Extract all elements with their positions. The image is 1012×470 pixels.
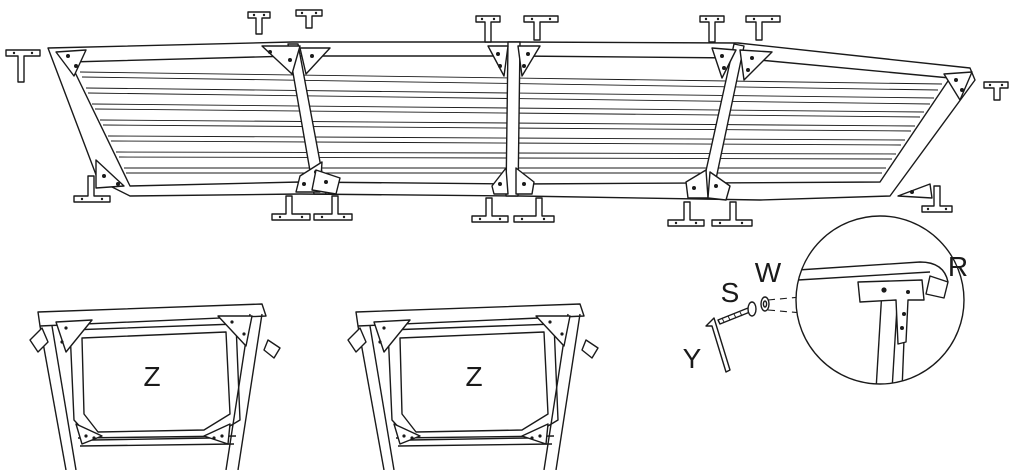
t-bracket (513, 197, 555, 223)
allen-key-label: Y (683, 343, 702, 374)
t-bracket (313, 195, 353, 221)
screw-s (717, 301, 757, 325)
t-bracket (667, 201, 705, 227)
t-bracket (983, 81, 1009, 101)
t-bracket (271, 195, 311, 221)
t-bracket (5, 49, 41, 83)
t-bracket (745, 15, 781, 41)
bench-seat-panel (47, 41, 976, 201)
washer-w (760, 296, 770, 312)
panel-corner-brackets (55, 45, 973, 201)
allen-key-y (705, 317, 731, 373)
t-bracket (711, 201, 753, 227)
t-bracket (699, 15, 725, 43)
t-bracket (247, 11, 271, 35)
frame-left-label: Z (143, 361, 160, 392)
t-bracket (475, 15, 501, 43)
panel-dividers (287, 41, 745, 199)
bench-inner-frame (69, 55, 951, 187)
loose-t-brackets (5, 9, 1009, 227)
t-bracket (295, 9, 323, 29)
frame-right-label: Z (465, 361, 482, 392)
t-bracket (523, 15, 559, 41)
detail-callout: R (795, 215, 968, 385)
t-bracket (471, 197, 509, 223)
t-bracket (73, 175, 111, 203)
rail-label: R (948, 251, 968, 282)
frame-z-left: Z (29, 303, 281, 470)
frame-z-right: Z (347, 303, 599, 470)
washer-label: W (755, 257, 782, 288)
screw-label: S (721, 277, 740, 308)
t-bracket (921, 185, 953, 213)
